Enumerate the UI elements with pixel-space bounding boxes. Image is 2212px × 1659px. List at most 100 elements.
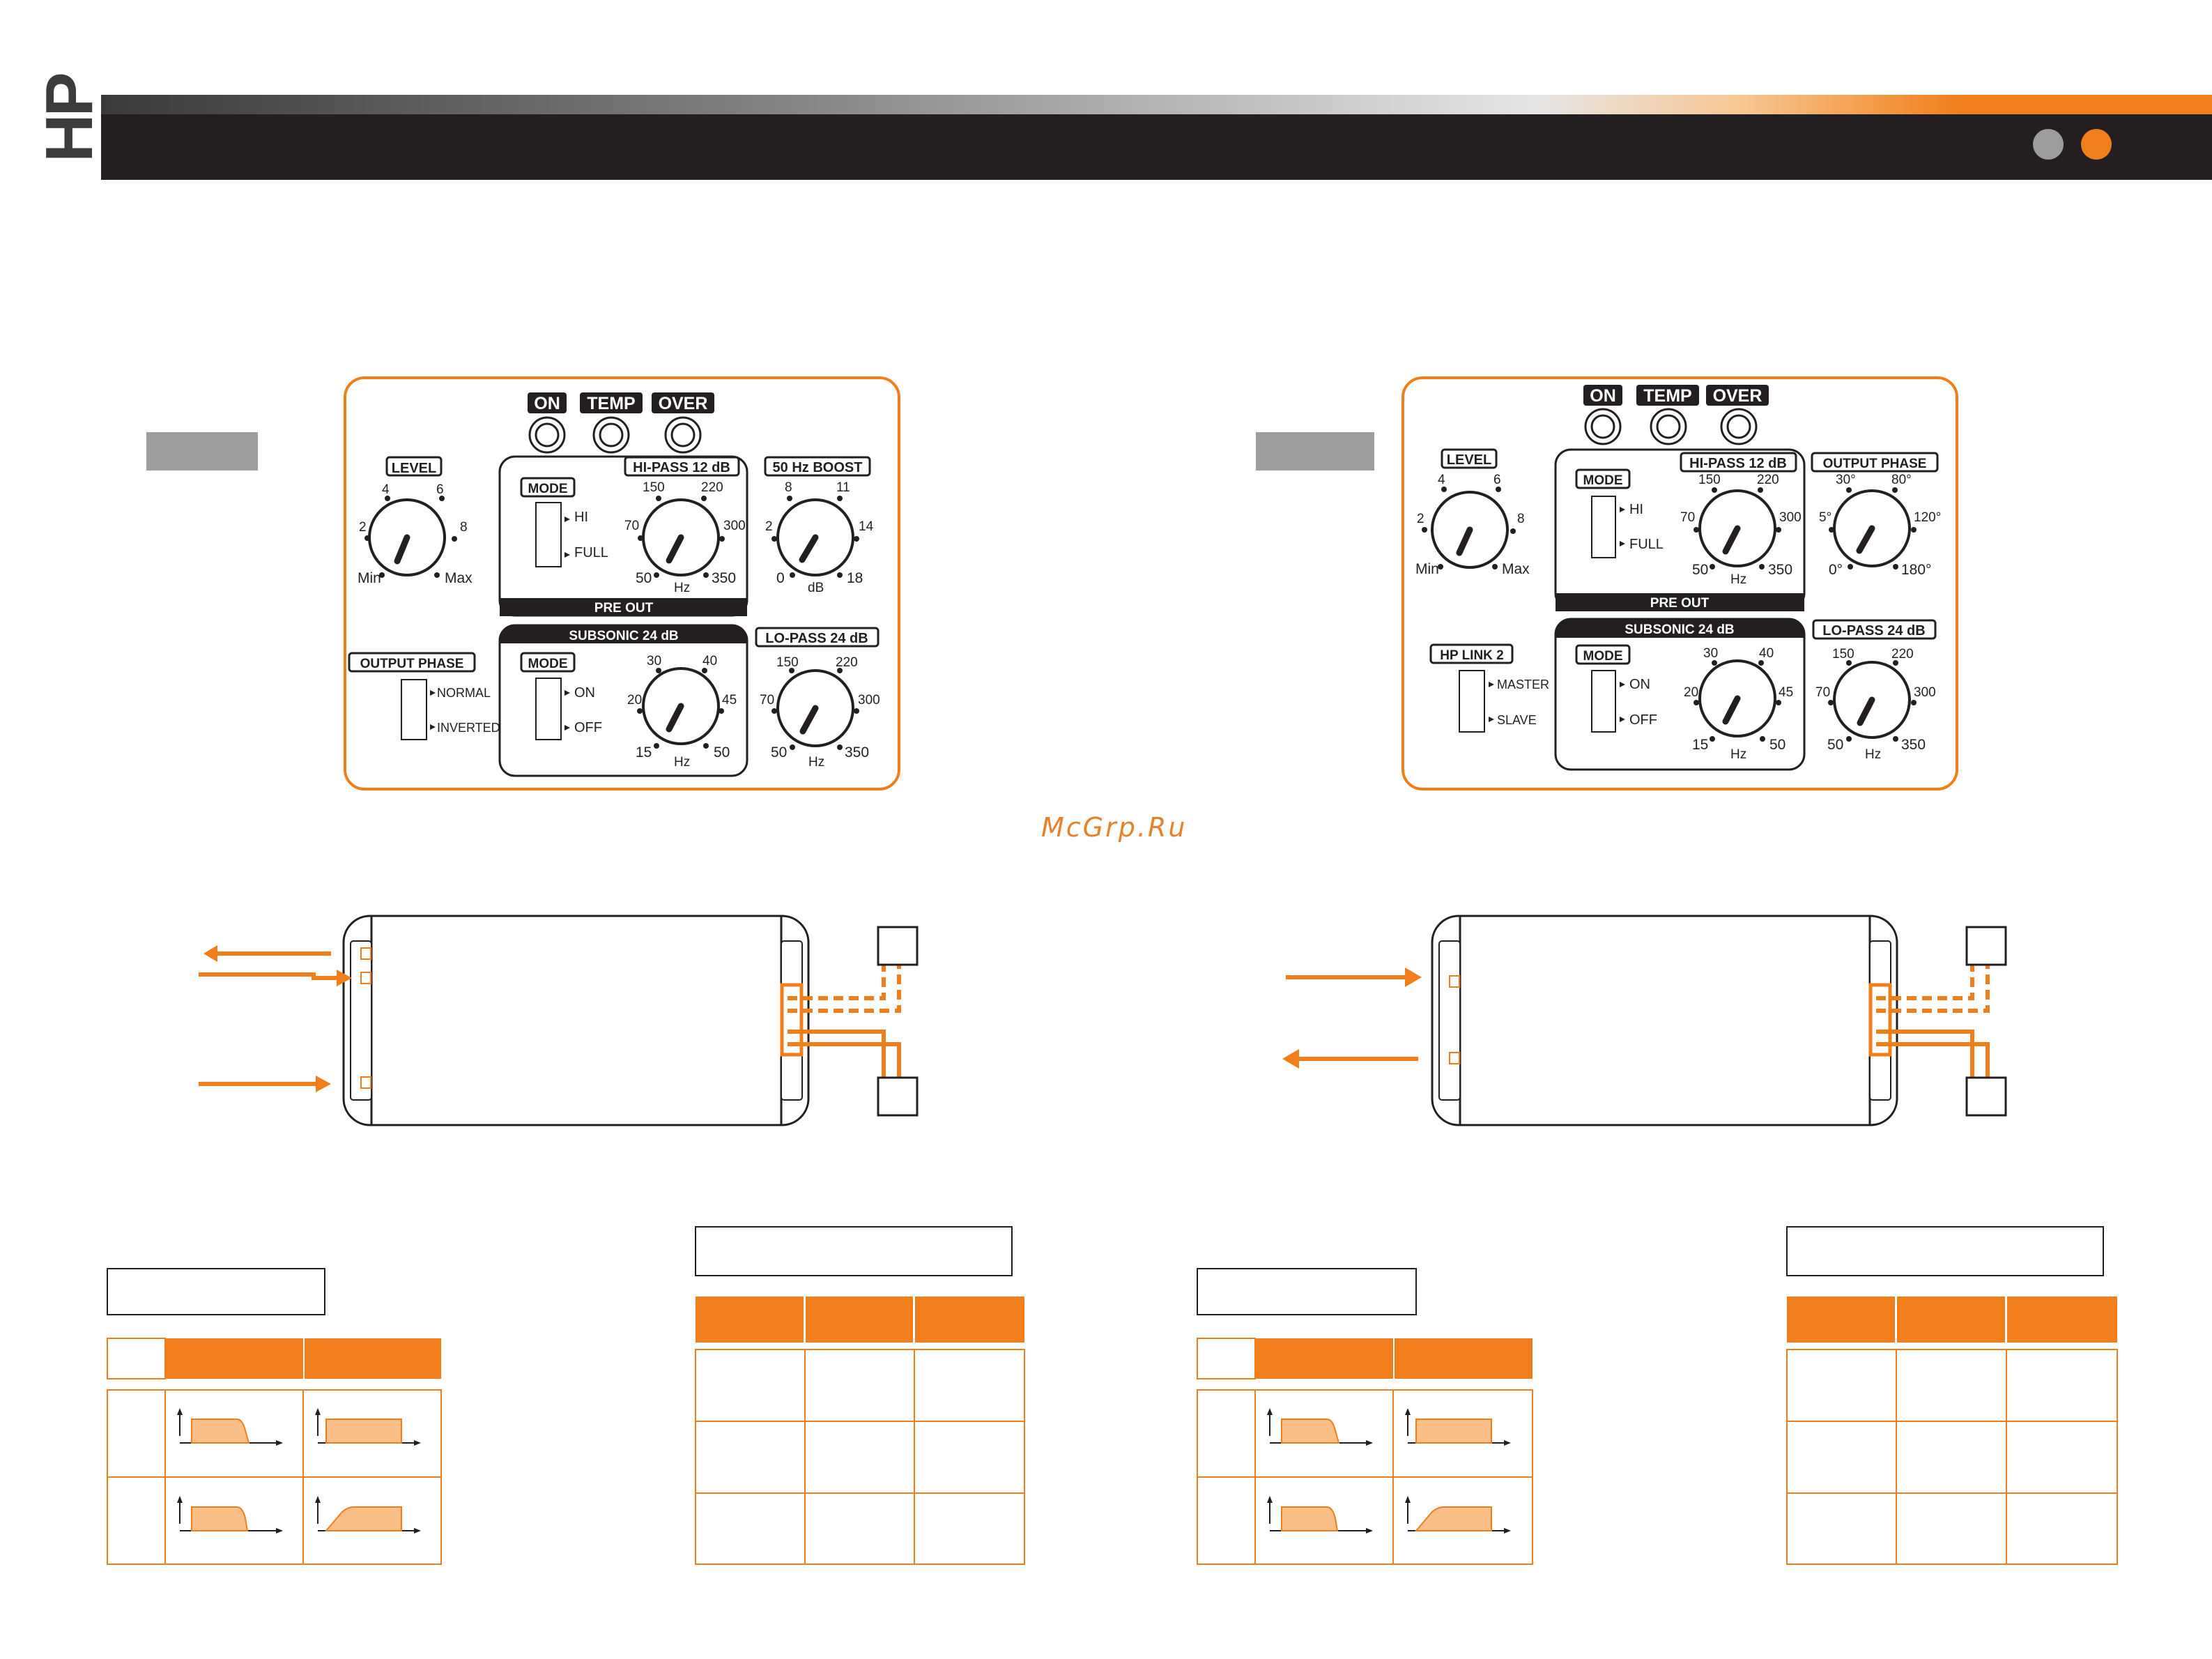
- svg-text:180°: 180°: [1901, 562, 1931, 578]
- svg-text:50: 50: [771, 744, 787, 760]
- svg-text:HI-PASS 12 dB: HI-PASS 12 dB: [1689, 456, 1787, 471]
- svg-text:350: 350: [1901, 737, 1926, 753]
- svg-text:70: 70: [760, 693, 774, 708]
- svg-text:Hz: Hz: [674, 581, 690, 595]
- svg-text:4: 4: [1438, 473, 1445, 487]
- hipass-mode-switch[interactable]: [535, 502, 562, 567]
- svg-text:50: 50: [636, 570, 652, 586]
- svg-text:OFF: OFF: [574, 720, 602, 735]
- svg-text:4: 4: [382, 482, 390, 497]
- subsonic-mode-switch[interactable]: [535, 678, 562, 740]
- amp-body-left: [342, 915, 810, 1126]
- svg-text:NORMAL: NORMAL: [437, 686, 491, 700]
- svg-text:50: 50: [1692, 562, 1708, 578]
- svg-text:300: 300: [1779, 510, 1802, 525]
- gray-dot: [2033, 129, 2064, 160]
- svg-text:300: 300: [723, 519, 746, 533]
- svg-text:dB: dB: [808, 581, 824, 595]
- speaker-bottom-left: [877, 1076, 919, 1117]
- svg-text:ON: ON: [574, 685, 595, 701]
- svg-text:MODE: MODE: [1583, 473, 1623, 488]
- svg-text:150: 150: [643, 480, 665, 495]
- svg-text:INVERTED: INVERTED: [437, 721, 500, 735]
- phase-switch[interactable]: [401, 679, 427, 740]
- link-switch[interactable]: [1459, 670, 1485, 733]
- svg-text:40: 40: [702, 654, 717, 668]
- svg-text:Hz: Hz: [1730, 572, 1746, 587]
- speaker-bottom-right: [1965, 1076, 2007, 1117]
- svg-text:HI: HI: [574, 510, 588, 525]
- svg-text:OUTPUT PHASE: OUTPUT PHASE: [360, 657, 464, 671]
- svg-text:150: 150: [1698, 473, 1721, 487]
- svg-text:11: 11: [836, 480, 850, 495]
- svg-text:Hz: Hz: [1730, 747, 1746, 762]
- curve-lowpass-2: [177, 1496, 283, 1534]
- svg-text:30: 30: [647, 654, 661, 668]
- svg-text:300: 300: [1914, 685, 1936, 700]
- svg-text:2: 2: [359, 520, 367, 535]
- orange-dot: [2081, 129, 2112, 160]
- svg-text:FULL: FULL: [1629, 537, 1664, 552]
- pre-out-label: PRE OUT: [594, 601, 654, 616]
- svg-text:70: 70: [1815, 685, 1830, 700]
- svg-text:SLAVE: SLAVE: [1497, 713, 1537, 727]
- caption-box-right-b: [1786, 1226, 2104, 1276]
- svg-text:14: 14: [859, 519, 874, 534]
- svg-text:6: 6: [436, 482, 444, 497]
- svg-text:HI: HI: [1629, 502, 1643, 517]
- svg-text:8: 8: [785, 480, 792, 495]
- svg-text:45: 45: [1779, 685, 1793, 700]
- svg-text:ON: ON: [1590, 386, 1616, 406]
- amp-body-right: [1431, 915, 1898, 1126]
- svg-text:LEVEL: LEVEL: [1447, 452, 1491, 468]
- svg-text:OFF: OFF: [1629, 712, 1657, 728]
- svg-text:HI-PASS 12 dB: HI-PASS 12 dB: [633, 460, 730, 475]
- svg-text:70: 70: [1680, 510, 1695, 525]
- svg-text:LO-PASS 24 dB: LO-PASS 24 dB: [765, 631, 868, 646]
- svg-text:350: 350: [845, 744, 869, 760]
- svg-text:0°: 0°: [1829, 562, 1843, 578]
- svg-text:MODE: MODE: [528, 482, 568, 496]
- svg-text:Hz: Hz: [808, 755, 824, 770]
- led-on-label: ON: [534, 394, 560, 413]
- svg-text:150: 150: [1832, 647, 1854, 662]
- svg-text:SUBSONIC 24 dB: SUBSONIC 24 dB: [569, 629, 678, 643]
- curve-flat-1: [315, 1408, 421, 1446]
- svg-text:2: 2: [1417, 512, 1424, 526]
- svg-text:FULL: FULL: [574, 545, 608, 560]
- svg-text:50 Hz BOOST: 50 Hz BOOST: [773, 460, 863, 475]
- svg-text:8: 8: [1517, 512, 1525, 526]
- svg-text:ON: ON: [1629, 677, 1650, 692]
- svg-text:220: 220: [701, 480, 723, 495]
- curve-lowpass-1: [177, 1408, 283, 1446]
- svg-text:220: 220: [836, 655, 858, 670]
- svg-text:15: 15: [636, 744, 652, 760]
- svg-text:45: 45: [722, 693, 737, 708]
- svg-text:50: 50: [1769, 737, 1785, 753]
- svg-text:MODE: MODE: [528, 657, 568, 671]
- filter-tables-right: [1197, 1226, 2118, 1565]
- svg-text:MODE: MODE: [1583, 649, 1623, 664]
- curve-highpass-2: [315, 1496, 421, 1534]
- caption-box-right-a: [1197, 1268, 1417, 1315]
- svg-text:220: 220: [1757, 473, 1779, 487]
- svg-text:220: 220: [1891, 647, 1914, 662]
- watermark-text: McGrp.Ru: [1041, 812, 1188, 843]
- label-tag-left: [146, 432, 258, 471]
- label-tag-right: [1256, 432, 1374, 471]
- svg-text:15: 15: [1692, 737, 1708, 753]
- svg-text:Hz: Hz: [674, 755, 690, 770]
- svg-text:50: 50: [714, 744, 730, 760]
- filter-tables-left: [107, 1226, 1025, 1565]
- svg-text:120°: 120°: [1914, 510, 1941, 525]
- caption-box-left-b: [695, 1226, 1013, 1276]
- led-over-label: OVER: [659, 394, 708, 413]
- svg-text:150: 150: [776, 655, 799, 670]
- svg-text:5°: 5°: [1819, 510, 1831, 525]
- svg-text:LO-PASS 24 dB: LO-PASS 24 dB: [1822, 623, 1925, 639]
- header-bar: [101, 95, 2212, 180]
- caption-box-left-a: [107, 1268, 325, 1315]
- svg-text:TEMP: TEMP: [1643, 386, 1691, 406]
- svg-text:20: 20: [1684, 685, 1698, 700]
- svg-text:50: 50: [1827, 737, 1843, 753]
